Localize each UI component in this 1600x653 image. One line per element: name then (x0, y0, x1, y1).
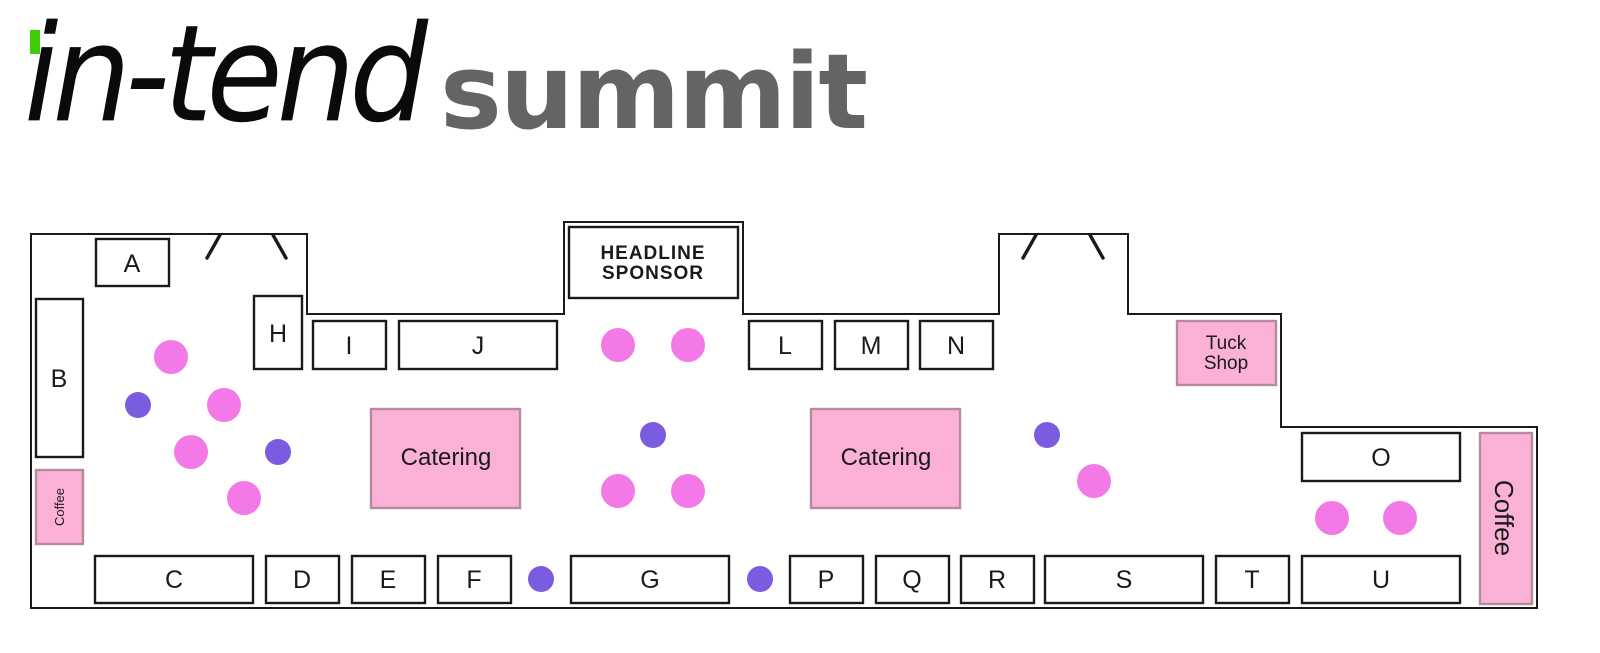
booth-m-label: M (861, 332, 882, 360)
event-logo: in-tend summit (0, 0, 900, 180)
table-pink[interactable] (601, 328, 635, 362)
table-purple[interactable] (747, 566, 773, 592)
booth-n-label: N (947, 332, 965, 360)
booth-h[interactable]: H (252, 294, 304, 371)
booth-l-label: L (778, 332, 792, 360)
headline-label-line1: HEADLINE (600, 243, 705, 264)
booth-i[interactable]: I (311, 319, 388, 371)
booth-g[interactable]: G (569, 554, 731, 605)
booth-e[interactable]: E (350, 554, 427, 605)
booth-t[interactable]: T (1214, 554, 1291, 605)
booth-r-label: R (988, 566, 1006, 594)
table-pink[interactable] (174, 435, 208, 469)
booth-d[interactable]: D (264, 554, 341, 605)
door-mark (1088, 233, 1105, 260)
coffee-zone-left[interactable]: Coffee (34, 468, 85, 546)
booth-o[interactable]: O (1300, 431, 1462, 483)
booth-e-label: E (380, 566, 397, 594)
booth-c[interactable]: C (93, 554, 255, 605)
booth-q[interactable]: Q (874, 554, 951, 605)
booth-o-label: O (1371, 444, 1390, 472)
catering-left-label: Catering (401, 444, 492, 471)
booth-j[interactable]: J (397, 319, 559, 371)
booth-g-label: G (640, 566, 659, 594)
table-purple[interactable] (125, 392, 151, 418)
booth-h-label: H (269, 320, 287, 348)
table-pink[interactable] (1315, 501, 1349, 535)
table-pink[interactable] (671, 474, 705, 508)
logo-brand-text: in-tend (24, 0, 428, 153)
booth-m[interactable]: M (833, 319, 910, 371)
table-pink[interactable] (1077, 464, 1111, 498)
door-mark (1021, 233, 1038, 260)
coffee-right-label: Coffee (1489, 480, 1519, 556)
booth-u[interactable]: U (1300, 554, 1462, 605)
table-purple[interactable] (1034, 422, 1060, 448)
logo-event-text: summit (440, 31, 868, 153)
table-pink[interactable] (601, 474, 635, 508)
headline-sponsor-booth[interactable]: HEADLINE SPONSOR (567, 225, 740, 300)
table-pink[interactable] (227, 481, 261, 515)
table-purple[interactable] (640, 422, 666, 448)
booth-b-label: B (51, 365, 68, 393)
table-pink[interactable] (207, 388, 241, 422)
table-purple[interactable] (265, 439, 291, 465)
table-pink[interactable] (154, 340, 188, 374)
tuck-shop-label-line2: Shop (1204, 353, 1248, 374)
door-mark (205, 233, 222, 260)
booth-l[interactable]: L (747, 319, 824, 371)
headline-label-line2: SPONSOR (602, 263, 704, 284)
booth-p[interactable]: P (788, 554, 865, 605)
table-purple[interactable] (528, 566, 554, 592)
booth-u-label: U (1372, 566, 1390, 594)
booth-n[interactable]: N (918, 319, 995, 371)
booth-c-label: C (165, 566, 183, 594)
venue-wall (30, 221, 1538, 609)
catering-right-label: Catering (841, 444, 932, 471)
catering-zone-right[interactable]: Catering (809, 407, 962, 510)
booth-j-label: J (472, 332, 485, 360)
booth-f[interactable]: F (436, 554, 513, 605)
booth-b[interactable]: B (34, 297, 85, 459)
booth-a-label: A (124, 250, 141, 278)
booth-a[interactable]: A (94, 237, 171, 288)
logo-accent-bar (30, 30, 40, 54)
coffee-left-label: Coffee (52, 488, 67, 526)
booth-s-label: S (1116, 566, 1133, 594)
door-mark (271, 233, 288, 260)
catering-zone-left[interactable]: Catering (369, 407, 522, 510)
booth-i-label: I (346, 332, 353, 360)
booth-s[interactable]: S (1043, 554, 1205, 605)
booth-p-label: P (818, 566, 835, 594)
booth-f-label: F (466, 566, 481, 594)
booth-d-label: D (293, 566, 311, 594)
tables (125, 328, 1417, 592)
table-pink[interactable] (671, 328, 705, 362)
booth-t-label: T (1244, 566, 1259, 594)
table-pink[interactable] (1383, 501, 1417, 535)
booth-r[interactable]: R (959, 554, 1036, 605)
coffee-zone-right[interactable]: Coffee (1478, 431, 1534, 606)
booth-q-label: Q (902, 566, 921, 594)
tuck-shop-zone[interactable]: Tuck Shop (1175, 319, 1278, 387)
tuck-shop-label-line1: Tuck (1206, 333, 1247, 354)
